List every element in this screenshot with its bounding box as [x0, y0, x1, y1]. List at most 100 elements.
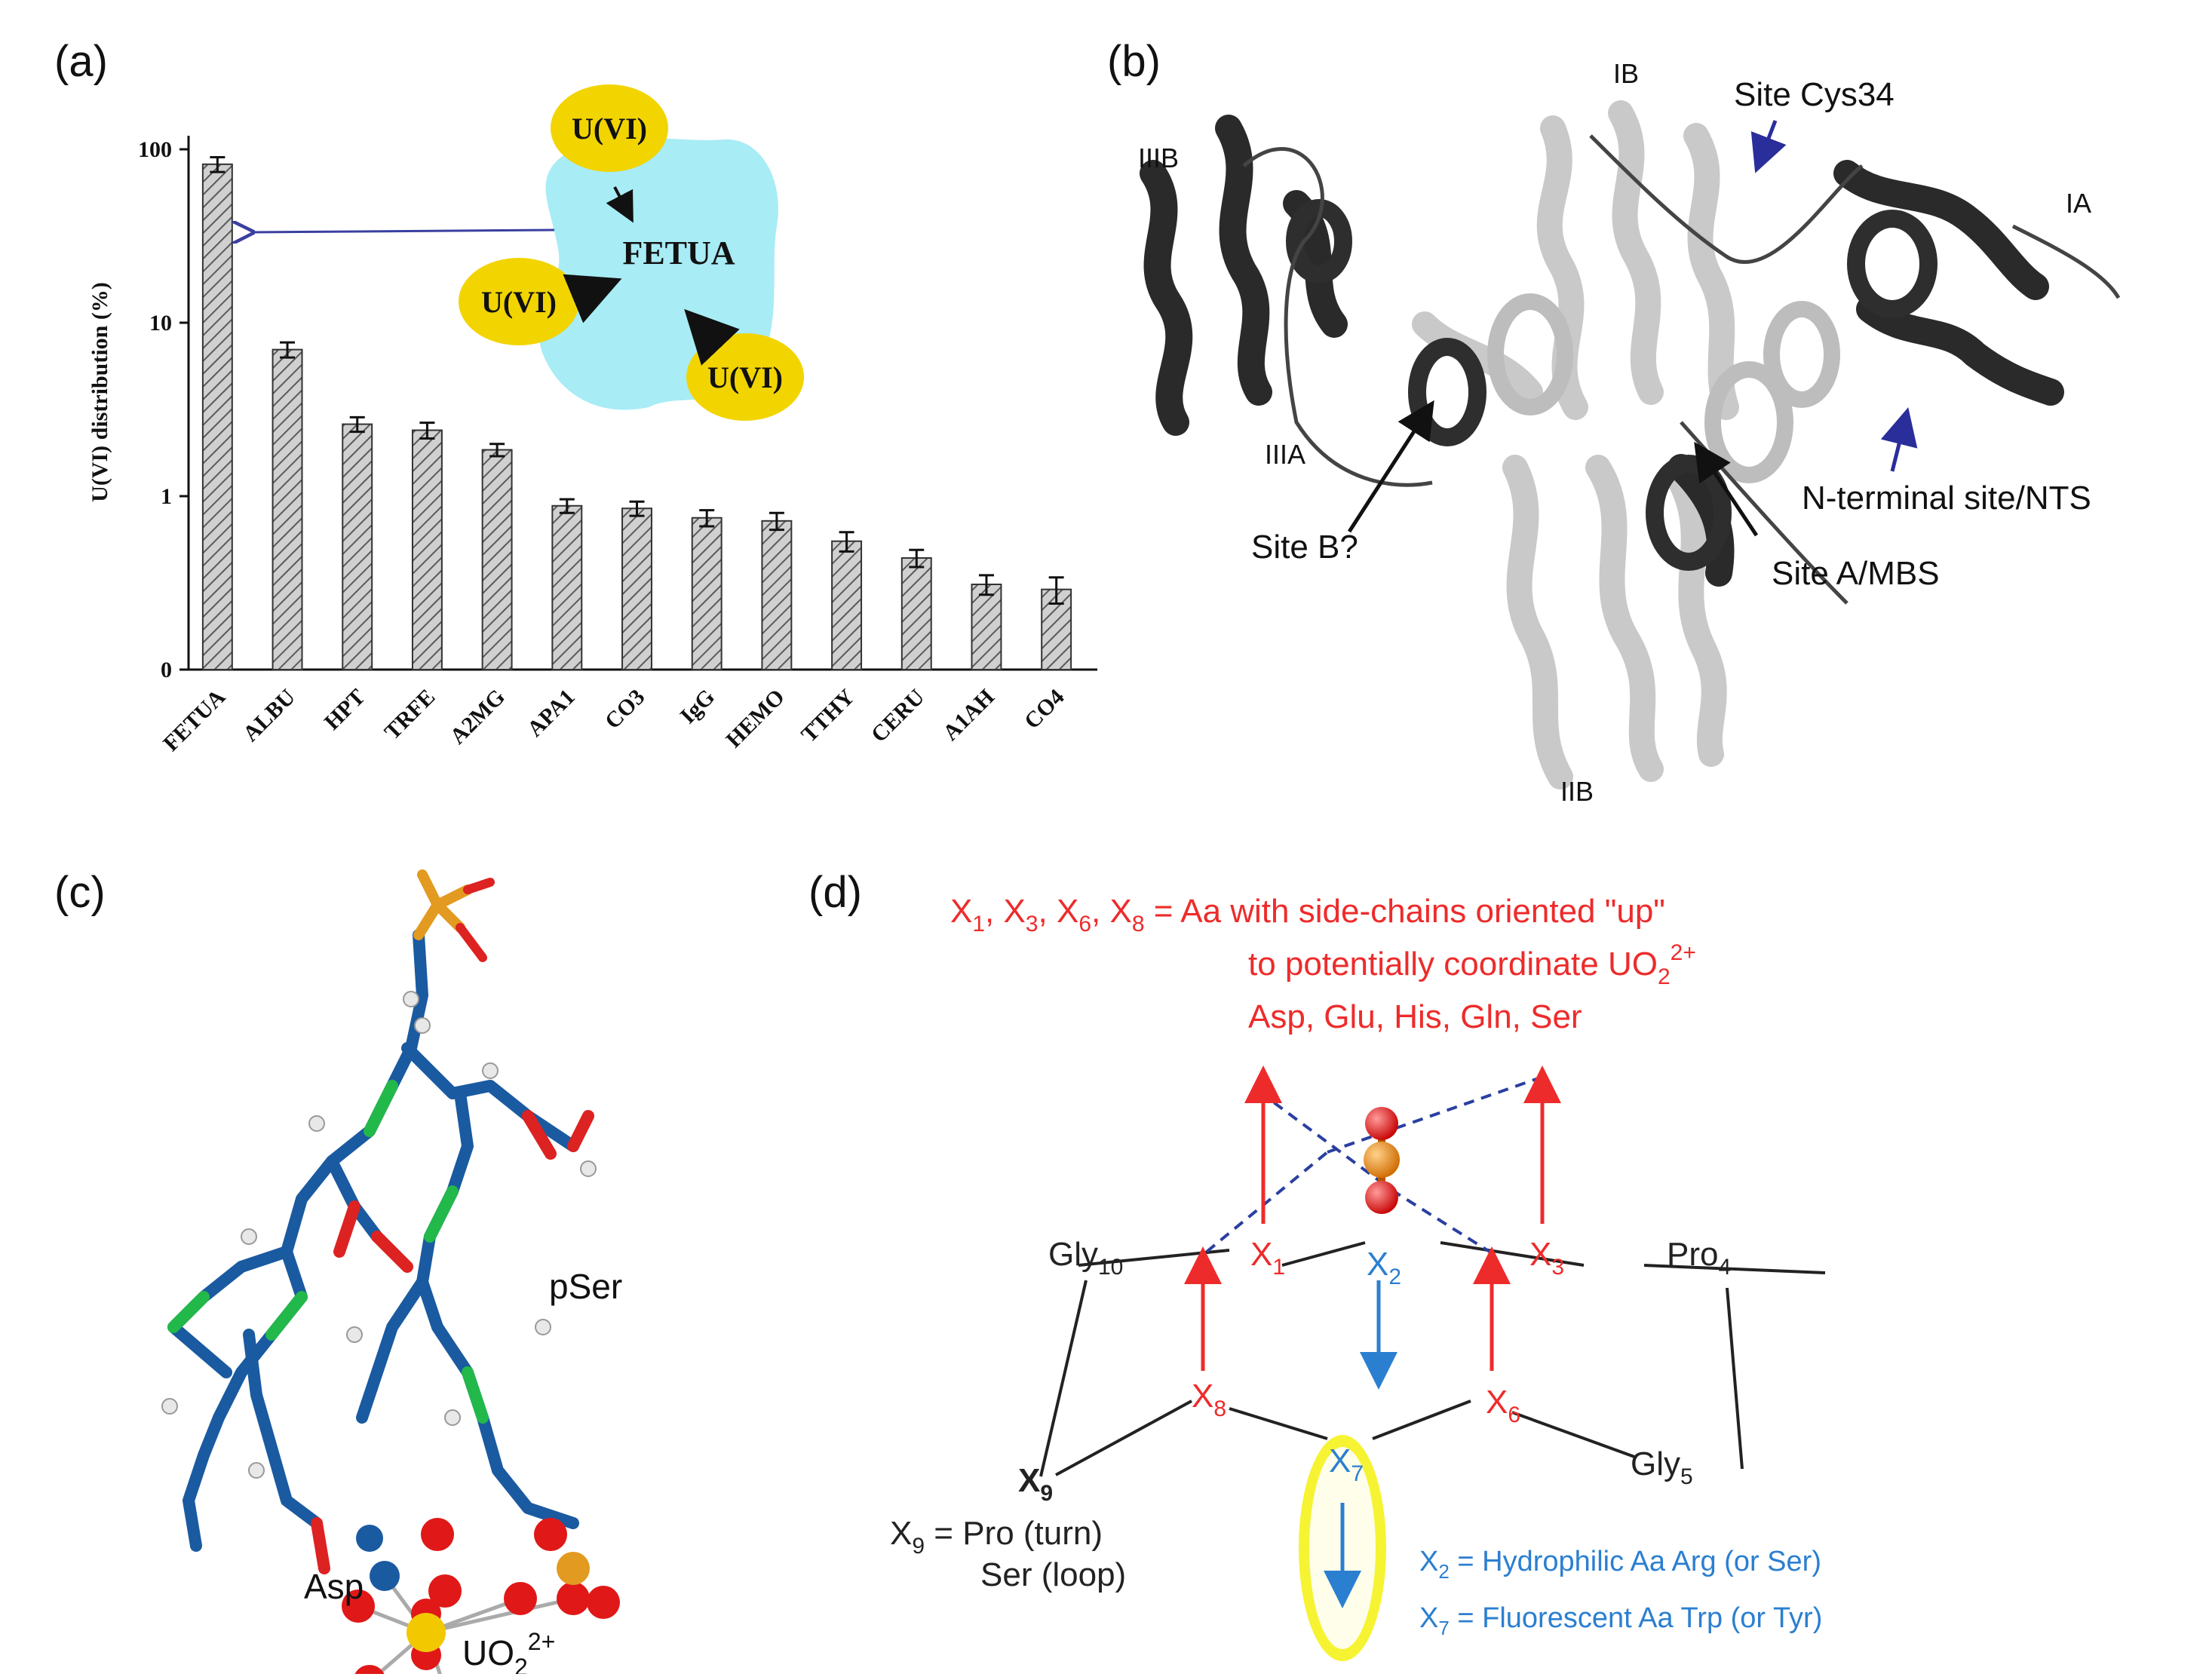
error-bar: [419, 422, 435, 440]
x-tick-label: ALBU: [238, 685, 300, 746]
x-tick-label: HPT: [320, 685, 370, 735]
y-tick-label: 1: [161, 484, 172, 509]
panel-label-c: (c): [54, 868, 106, 917]
node-x1: X1: [1250, 1236, 1285, 1280]
node-gly5: Gly5: [1631, 1445, 1693, 1489]
site-label-a-mbs: Site A/MBS: [1772, 555, 1940, 592]
uvi-ion-right-label: U(VI): [707, 360, 783, 394]
bar-albu: [272, 348, 303, 670]
x-tick-label: APA1: [523, 685, 580, 742]
label-asp: Asp: [304, 1567, 364, 1606]
x-tick-label: IgG: [675, 685, 719, 729]
domain-label-iiib: IIIB: [1138, 143, 1179, 173]
x7-note: X7 = Fluorescent Aa Trp (or Tyr): [1419, 1602, 1822, 1639]
molecule-bonds: [167, 869, 594, 1674]
x-tick-label: CERU: [867, 685, 929, 747]
header-line-3: Asp, Glu, His, Gln, Ser: [1248, 998, 1582, 1035]
bar-a2mg: [481, 449, 513, 670]
site-label-b: Site B?: [1251, 529, 1358, 566]
label-pser: pSer: [549, 1267, 622, 1306]
error-bar: [280, 341, 296, 359]
y-ticks: 0 1 10 100: [138, 137, 189, 682]
domain-label-iib: IIB: [1560, 776, 1594, 807]
domain-label-iiia: IIIA: [1265, 439, 1305, 470]
light-helices: [1412, 100, 1739, 789]
molecule-n-atoms: [356, 1525, 400, 1591]
phosphorus-atom: [557, 1552, 590, 1585]
bar-a1ah: [971, 583, 1002, 671]
header-line-2: to potentially coordinate UO22+: [1248, 940, 1696, 989]
bar-hemo: [761, 520, 793, 671]
bar-apa1: [551, 504, 583, 670]
bars: [201, 156, 1072, 671]
inset-arrow-top: [606, 186, 634, 223]
x-tick-label: TTHY: [796, 684, 860, 747]
error-bar: [839, 531, 854, 553]
down-arrows: [1324, 1280, 1397, 1608]
ring-bonds: [1039, 1241, 1826, 1477]
error-bar: [909, 548, 925, 569]
x2-note: X2 = Hydrophilic Aa Arg (or Ser): [1419, 1546, 1821, 1583]
light-coils: [1487, 293, 1840, 483]
node-x7: X7: [1329, 1442, 1364, 1486]
inset-diagram: FETUA U(VI) U(VI) U(VI): [253, 84, 804, 421]
site-nts-arrow: [1880, 407, 1918, 472]
node-x9: X9: [1018, 1462, 1053, 1506]
bar-igg: [691, 517, 723, 670]
x-tick-label: CO3: [600, 685, 650, 734]
node-x8: X8: [1192, 1378, 1226, 1421]
node-pro4: Pro4: [1667, 1236, 1731, 1280]
x-tick-label: A1AH: [938, 685, 999, 746]
y-tick-label: 0: [161, 658, 172, 682]
bar-fetua: [201, 163, 233, 670]
bar-co3: [621, 507, 652, 670]
domain-label-ia: IA: [2066, 188, 2091, 219]
error-bar: [769, 511, 784, 532]
bar-trfe: [411, 429, 443, 670]
node-gly10: Gly10: [1048, 1236, 1123, 1280]
error-bar: [629, 500, 645, 517]
y-tick-label: 10: [149, 311, 172, 336]
x-tick-label: A2MG: [445, 685, 510, 750]
uvi-ion-left: [459, 258, 579, 345]
inset-arrow-right: [684, 308, 740, 366]
site-b-arrow: [1347, 400, 1434, 533]
x9-note-line-2: Ser (loop): [980, 1556, 1126, 1593]
header-line-1: X1, X3, X6, X8 = Aa with side-chains ori…: [950, 893, 1665, 937]
panel-c-molecule: pSer Asp UO22+: [161, 869, 622, 1674]
panel-label-a: (a): [54, 37, 108, 86]
x-tick-label: HEMO: [721, 685, 790, 753]
y-tick-label: 100: [138, 137, 172, 162]
error-bar: [210, 156, 226, 173]
coordination-dashes: [1205, 1077, 1539, 1255]
dark-helices: [1140, 115, 2064, 587]
error-bar: [559, 498, 575, 514]
label-uo2: UO22+: [462, 1628, 555, 1674]
node-x2: X2: [1367, 1246, 1401, 1289]
uvi-ion-top-label: U(VI): [572, 112, 647, 146]
node-x3: X3: [1529, 1236, 1564, 1280]
panel-d-scheme: X1, X3, X6, X8 = Aa with side-chains ori…: [890, 893, 1826, 1661]
inset-arrow-left: [563, 274, 622, 323]
x-tick-label: TRFE: [379, 685, 440, 745]
error-bar: [978, 574, 994, 596]
domain-label-ib: IB: [1613, 58, 1639, 89]
error-bar: [1048, 576, 1064, 605]
bar-hpt: [342, 423, 373, 671]
x9-note-line-1: X9 = Pro (turn): [890, 1515, 1103, 1559]
uranyl-ion: [1364, 1107, 1400, 1214]
panel-b-protein-structure: IB IIIB IA IIIA IIB Site Cys34 N-termina…: [1138, 58, 2121, 807]
y-axis-label: U(VI) distribution (%): [87, 282, 112, 502]
error-bar: [349, 415, 365, 434]
bar-ceru: [900, 557, 932, 670]
uvi-ion-left-label: U(VI): [481, 285, 557, 319]
up-arrows: [1184, 1065, 1561, 1371]
node-x6: X6: [1486, 1384, 1520, 1427]
x-tick-label: CO4: [1020, 685, 1069, 734]
bar-tthy: [831, 540, 863, 670]
x-tick-label: FETUA: [158, 684, 230, 756]
uvi-ion-top: [551, 84, 668, 172]
site-label-nts: N-terminal site/NTS: [1802, 480, 2091, 517]
